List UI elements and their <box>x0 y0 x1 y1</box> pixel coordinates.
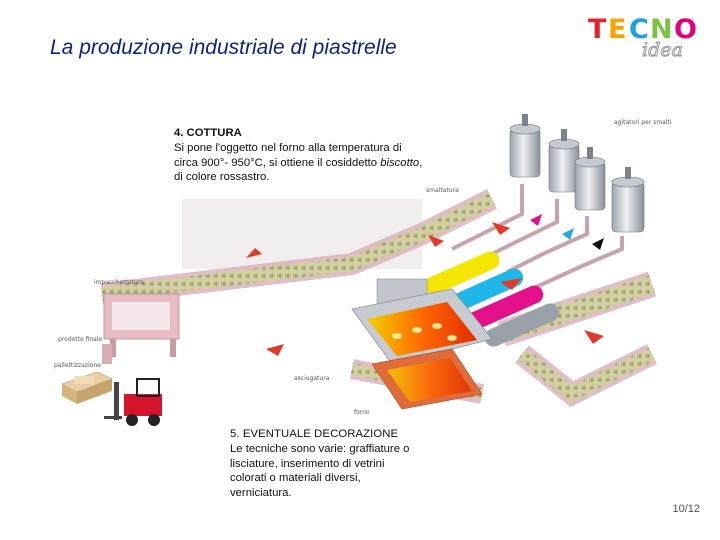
label-asciugatura: asciugatura <box>294 375 330 382</box>
page-number: 10/12 <box>672 503 700 515</box>
label-agitatori: agitatori per smalti <box>614 119 672 126</box>
step-4-italic-term: biscotto <box>380 156 420 169</box>
step-4-heading: 4. COTTURA <box>174 127 242 139</box>
tile-production-diagram: agitatori per smalti smaltatura impacche… <box>52 104 672 454</box>
step-4-body: Si pone l'oggetto nel forno alla tempera… <box>174 141 424 185</box>
tecnoidea-logo: T E C N O idea <box>586 12 712 60</box>
svg-text:N: N <box>650 14 672 45</box>
svg-text:idea: idea <box>642 39 683 60</box>
svg-text:E: E <box>608 14 625 45</box>
slide-title: La produzione industriale di piastrelle <box>50 36 397 59</box>
label-prodotto-finale: prodotto finale <box>58 336 103 343</box>
svg-text:O: O <box>674 14 696 45</box>
step-4-tail: , di colore rossastro. <box>174 156 423 184</box>
label-impacchettatura: impacchettatura <box>94 279 144 286</box>
step-4-text: Si pone l'oggetto nel forno alla tempera… <box>174 141 402 169</box>
step-5-heading: 5. EVENTUALE DECORAZIONE <box>230 428 399 440</box>
step-5-body: Le tecniche sono varie: graffiature o li… <box>230 442 410 500</box>
label-forno: forno <box>354 409 370 416</box>
svg-text:T: T <box>588 14 607 45</box>
label-pallettizzazione: pallettizzazione <box>54 362 101 369</box>
label-smaltatura: smaltatura <box>426 187 459 194</box>
svg-text:C: C <box>629 14 648 45</box>
step-5-decorazione-note: 5. EVENTUALE DECORAZIONE Le tecniche son… <box>230 427 419 501</box>
step-4-cottura-note: 4. COTTURA Si pone l'oggetto nel forno a… <box>174 126 424 186</box>
